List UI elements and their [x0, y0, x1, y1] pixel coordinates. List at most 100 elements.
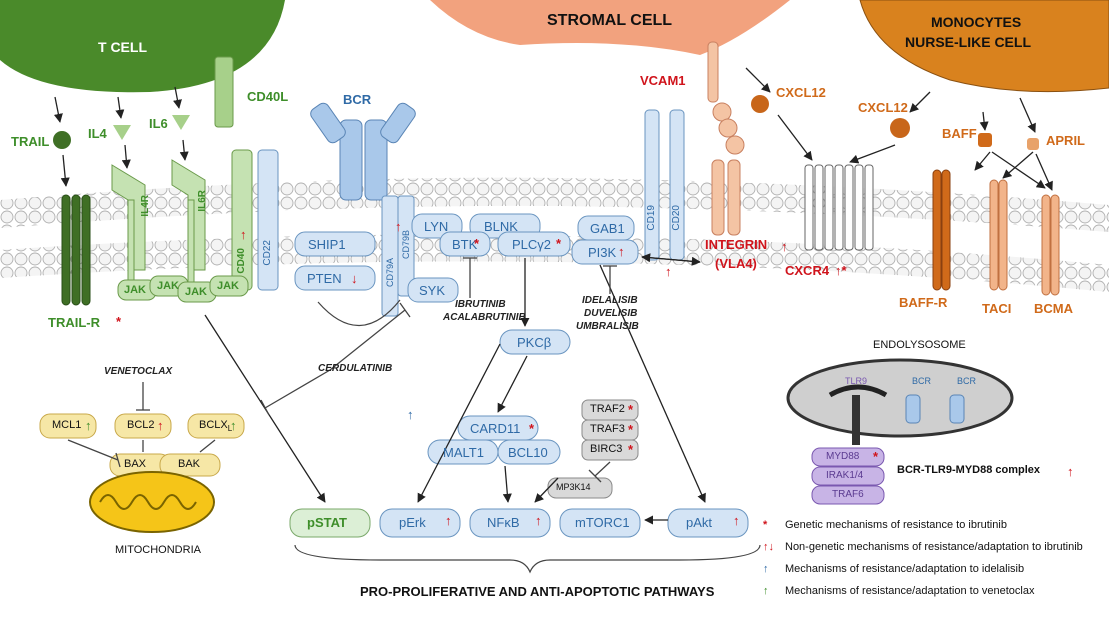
pkcb-label: PKCβ [517, 335, 552, 350]
cd19-label: CD19 [646, 205, 657, 231]
il6r-label: IL6R [197, 190, 208, 212]
cd40l-ligand-icon [214, 56, 234, 128]
bax-label: BAX [124, 458, 147, 470]
card11-label: CARD11 [470, 421, 521, 436]
cd79b-icon [397, 195, 415, 297]
cd79b-up-arrow: ↑ [395, 219, 402, 234]
mitochondria-label: MITOCHONDRIA [115, 544, 201, 556]
cd40l-label: CD40L [247, 89, 289, 104]
integrin-label: INTEGRIN [705, 237, 768, 252]
complex-up-arrow: ↑ [1067, 464, 1074, 479]
il4r-label: IL4R [140, 195, 151, 217]
endolysosome-label: ENDOLYSOSOME [873, 339, 966, 351]
pstat-label: pSTAT [307, 515, 347, 530]
il6-label: IL6 [149, 116, 168, 131]
legend-item: ↑ Mechanisms of resistance/adaptation to… [763, 580, 1103, 602]
stromal-cell-label: STROMAL CELL [547, 12, 673, 29]
bcr-receptor-icon [310, 102, 416, 201]
traf2-star: * [628, 402, 634, 417]
bcr-label: BCR [343, 92, 372, 107]
traf2-label: TRAF2 [590, 403, 625, 415]
perk-up-arrow: ↑ [445, 513, 452, 528]
monocytes-label: MONOCYTES [931, 14, 1022, 30]
cxcl12-stromal-icon [751, 95, 769, 113]
legend-symbol-blue-up: ↑ [763, 563, 769, 575]
legend-text: Non-genetic mechanisms of resistance/ada… [785, 541, 1083, 553]
card11-star: * [529, 421, 535, 436]
malt1-label: MALT1 [443, 445, 484, 460]
taci-receptor-icon [989, 179, 1008, 291]
jak3-label: JAK [185, 286, 208, 298]
traf3-label: TRAF3 [590, 423, 625, 435]
inhibition-lines [67, 257, 617, 483]
pathway-arrows [53, 67, 1053, 525]
btk-star: * [474, 236, 480, 251]
jak2-label: JAK [157, 280, 180, 292]
gab1-label: GAB1 [590, 221, 625, 236]
legend-item: ↑ Mechanisms of resistance/adaptation to… [763, 558, 1103, 580]
baff-label: BAFF [942, 126, 977, 141]
t-cell-label: T CELL [98, 39, 147, 55]
integrin-label-up-arrow: ↑ [781, 239, 788, 254]
legend-symbol-updown: ↑↓ [763, 541, 774, 553]
legend-symbol-star: * [763, 519, 768, 531]
umbralisib-label: UMBRALISIB [576, 321, 639, 332]
pten-down-arrow: ↓ [351, 271, 358, 286]
bcma-receptor-icon [1041, 194, 1060, 296]
pakt-up-arrow: ↑ [733, 513, 740, 528]
integrin-up-arrow: ↑ [665, 264, 672, 279]
integrin-receptor-icon [707, 41, 745, 236]
ibrutinib-label: IBRUTINIB [455, 299, 506, 310]
pi3k-integrin-double-arrow [641, 253, 701, 263]
nfkb-up-arrow: ↑ [535, 513, 542, 528]
mtorc1-label: mTORC1 [575, 515, 630, 530]
myd88-star: * [873, 449, 879, 464]
cd22-label: CD22 [262, 240, 273, 266]
cd20-label: CD20 [671, 205, 682, 231]
venetoclax-label: VENETOCLAX [104, 366, 173, 377]
endolysosome-icon [786, 358, 1014, 445]
cxcr4-up-star: ↑* [835, 263, 847, 278]
trail-receptor-icon [61, 194, 91, 306]
syk-feedback-arc [317, 299, 401, 326]
baff-r-label: BAFF-R [899, 295, 948, 310]
il4-ligand-icon [113, 125, 131, 140]
endo-bcr2-label: BCR [957, 376, 977, 386]
trail-ligand-icon [53, 131, 71, 149]
cd40-up-arrow: ↑ [240, 227, 247, 242]
pakt-label: pAkt [686, 515, 713, 530]
irak-label: IRAK1/4 [826, 470, 864, 481]
btk-label: BTK [452, 237, 478, 252]
trail-r-label: TRAIL-R [48, 315, 100, 330]
cd40-label: CD40 [236, 248, 247, 274]
acalabrutinib-label: ACALABRUTINIB [443, 312, 526, 323]
mcl1-up-arrow: ↑ [85, 418, 92, 433]
myd88-complex-boxes [811, 447, 885, 505]
plcg2-label: PLCγ2 [512, 237, 552, 252]
traf6-label: TRAF6 [832, 489, 864, 500]
il4-label: IL4 [88, 126, 107, 141]
jak4-label: JAK [217, 280, 240, 292]
ship1-label: SHIP1 [308, 237, 346, 252]
baff-r-receptor-icon [932, 169, 951, 291]
bclxl-up-arrow: ↑ [230, 418, 237, 433]
bcma-label: BCMA [1034, 301, 1073, 316]
endo-bcr1-label: BCR [912, 376, 932, 386]
cerdulatinib-label: CERDULATINIB [318, 363, 393, 374]
duvelisib-label: DUVELISIB [584, 308, 638, 319]
pathways-brace [294, 544, 761, 574]
nurse-like-cell-label: NURSE-LIKE CELL [905, 34, 1031, 50]
pten-label: PTEN [307, 271, 342, 286]
legend-text: Mechanisms of resistance/adaptation to v… [785, 585, 1035, 597]
output-boxes [289, 508, 749, 538]
mitochondria-icon [89, 471, 215, 533]
idelalisib-label: IDELALISIB [582, 295, 638, 306]
apoptosis-boxes [39, 413, 245, 477]
bcl10-label: BCL10 [508, 445, 548, 460]
plcg2-star: * [556, 236, 562, 251]
cd22-receptor-icon [257, 149, 279, 291]
trail-label: TRAIL [11, 134, 50, 149]
cd79a-label: CD79A [385, 258, 395, 288]
pi3k-up-arrow: ↑ [618, 244, 625, 259]
